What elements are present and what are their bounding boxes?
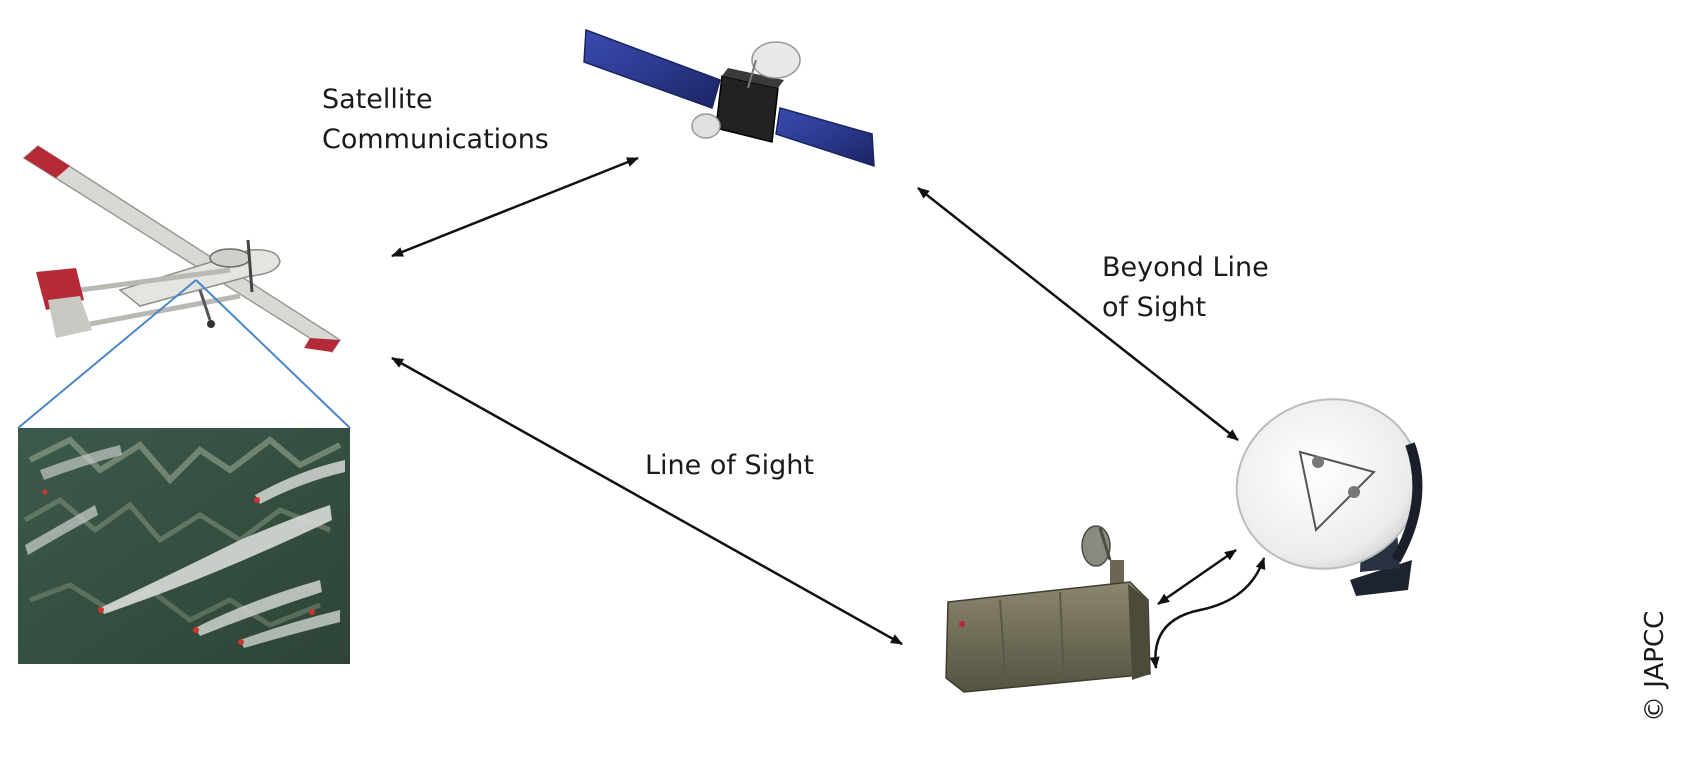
- satellite-communications-label: Satellite Communications: [322, 80, 549, 160]
- station-dish-curved-arrow: [1149, 557, 1266, 669]
- wildfire-satellite-image: [18, 428, 350, 664]
- dish-antenna-icon: [1235, 398, 1423, 596]
- drone-icon: [22, 145, 342, 354]
- ground-station-icon: [945, 525, 1151, 693]
- station-dish-arrow: [1157, 548, 1237, 606]
- beyond-line-of-sight-line1: Beyond Line: [1102, 252, 1269, 283]
- copyright-notice: © JAPCC: [1640, 610, 1670, 722]
- line-of-sight-arrow: [391, 356, 903, 646]
- satellite-icon: [583, 28, 875, 168]
- beyond-line-of-sight-label: Beyond Line of Sight: [1102, 248, 1269, 328]
- beyond-line-of-sight-arrow: [917, 187, 1239, 441]
- satellite-communications-line2: Communications: [322, 124, 549, 155]
- satellite-communications-arrow: [391, 156, 639, 258]
- satellite-communications-line1: Satellite: [322, 84, 433, 115]
- line-of-sight-label: Line of Sight: [645, 450, 814, 481]
- zoom-lines: [17, 279, 351, 429]
- beyond-line-of-sight-line2: of Sight: [1102, 292, 1207, 323]
- link-arrows: [391, 156, 1266, 669]
